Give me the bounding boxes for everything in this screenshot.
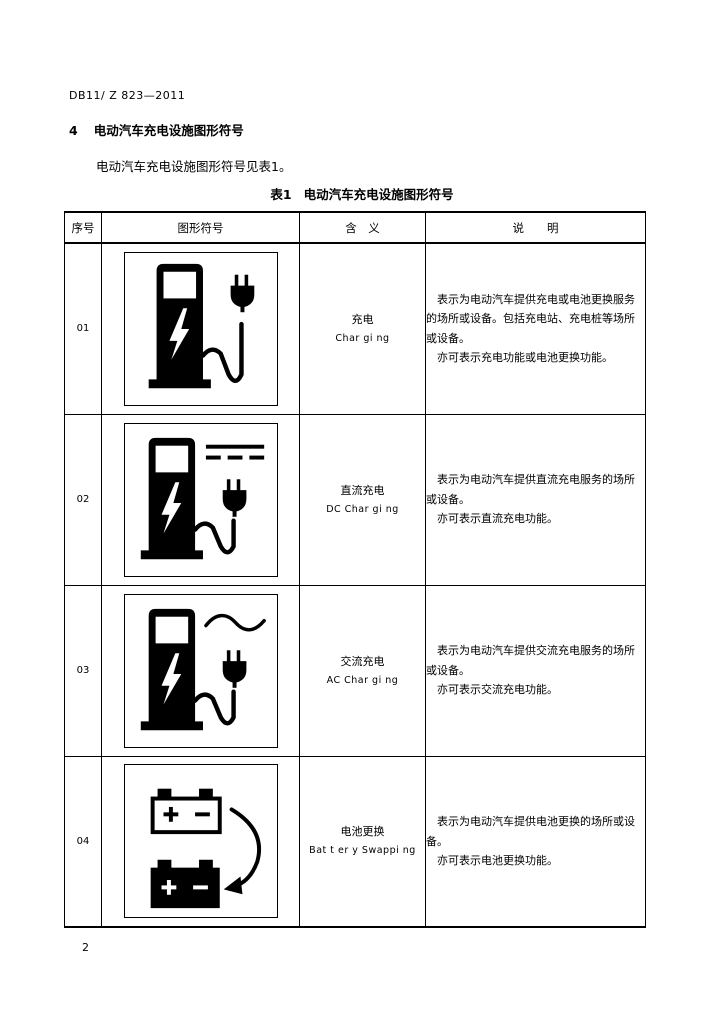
row-number: 04 [64, 755, 102, 928]
table-row: 02 直流充电 [64, 413, 646, 586]
document-code: DB11/ Z 823—2011 [69, 89, 186, 102]
description-cell: 表示为电动汽车提供充电或电池更换服务的场所或设备。包括充电站、充电桩等场所或设备… [425, 242, 646, 415]
meaning-cell: 交流充电 AC Char gi ng [299, 584, 426, 757]
dc-charging-icon [123, 422, 278, 577]
section-number: 4 [69, 123, 78, 138]
table-row: 03 交流充电 AC Char gi ng 表 [64, 584, 646, 757]
header-no: 序号 [64, 211, 102, 244]
description-cell: 表示为电动汽车提供交流充电服务的场所或设备。 亦可表示交流充电功能。 [425, 584, 646, 757]
description-paragraph: 表示为电动汽车提供充电或电池更换服务的场所或设备。包括充电站、充电桩等场所或设备… [426, 292, 635, 345]
meaning-en: Bat t er y Swappi ng [309, 845, 416, 857]
symbol-cell [101, 584, 300, 757]
ac-charging-icon [123, 593, 278, 748]
header-symbol: 图形符号 [101, 211, 300, 244]
row-number: 03 [64, 584, 102, 757]
description-paragraph: 表示为电动汽车提供电池更换的场所或设备。 [426, 815, 635, 848]
meaning-cn: 直流充电 [340, 483, 385, 497]
meaning-cn: 电池更换 [340, 825, 385, 839]
table-caption-number: 表1 [270, 187, 292, 202]
row-number: 02 [64, 413, 102, 586]
description-paragraph: 亦可表示交流充电功能。 [437, 683, 558, 697]
meaning-en: AC Char gi ng [326, 674, 399, 686]
table-caption-title: 电动汽车充电设施图形符号 [303, 187, 454, 202]
row-number: 01 [64, 242, 102, 415]
meaning-en: Char gi ng [335, 332, 390, 344]
meaning-cell: 充电 Char gi ng [299, 242, 426, 415]
description-paragraph: 表示为电动汽车提供交流充电服务的场所或设备。 [426, 644, 635, 677]
table-caption: 表1 电动汽车充电设施图形符号 [0, 184, 724, 203]
symbol-cell [101, 242, 300, 415]
description-paragraph: 表示为电动汽车提供直流充电服务的场所或设备。 [426, 473, 635, 506]
section-title: 电动汽车充电设施图形符号 [93, 123, 244, 138]
description-paragraph: 亦可表示充电功能或电池更换功能。 [437, 351, 613, 365]
meaning-cn: 交流充电 [340, 654, 385, 668]
header-description: 说 明 [425, 211, 646, 244]
charging-station-icon [123, 251, 278, 406]
symbol-cell [101, 755, 300, 928]
intro-paragraph: 电动汽车充电设施图形符号见表1。 [96, 159, 292, 174]
meaning-en: DC Char gi ng [326, 503, 399, 515]
table-header-row: 序号 图形符号 含 义 说 明 [64, 211, 646, 244]
table-row: 04 [64, 755, 646, 928]
table-row: 01 充电 Char gi ng 表示为电动汽车提供充电或电池更换服务的 [64, 242, 646, 415]
battery-swap-icon [123, 764, 278, 919]
page-number: 2 [82, 941, 89, 954]
description-paragraph: 亦可表示电池更换功能。 [437, 854, 558, 867]
meaning-cell: 直流充电 DC Char gi ng [299, 413, 426, 586]
meaning-cell: 电池更换 Bat t er y Swappi ng [299, 755, 426, 928]
header-meaning: 含 义 [299, 211, 426, 244]
symbols-table: 序号 图形符号 含 义 说 明 01 充 [64, 211, 646, 928]
description-paragraph: 亦可表示直流充电功能。 [437, 512, 558, 526]
meaning-cn: 充电 [351, 312, 374, 326]
symbol-cell [101, 413, 300, 586]
description-cell: 表示为电动汽车提供电池更换的场所或设备。 亦可表示电池更换功能。 [425, 755, 646, 928]
description-cell: 表示为电动汽车提供直流充电服务的场所或设备。 亦可表示直流充电功能。 [425, 413, 646, 586]
section-heading: 4 电动汽车充电设施图形符号 [69, 120, 244, 139]
